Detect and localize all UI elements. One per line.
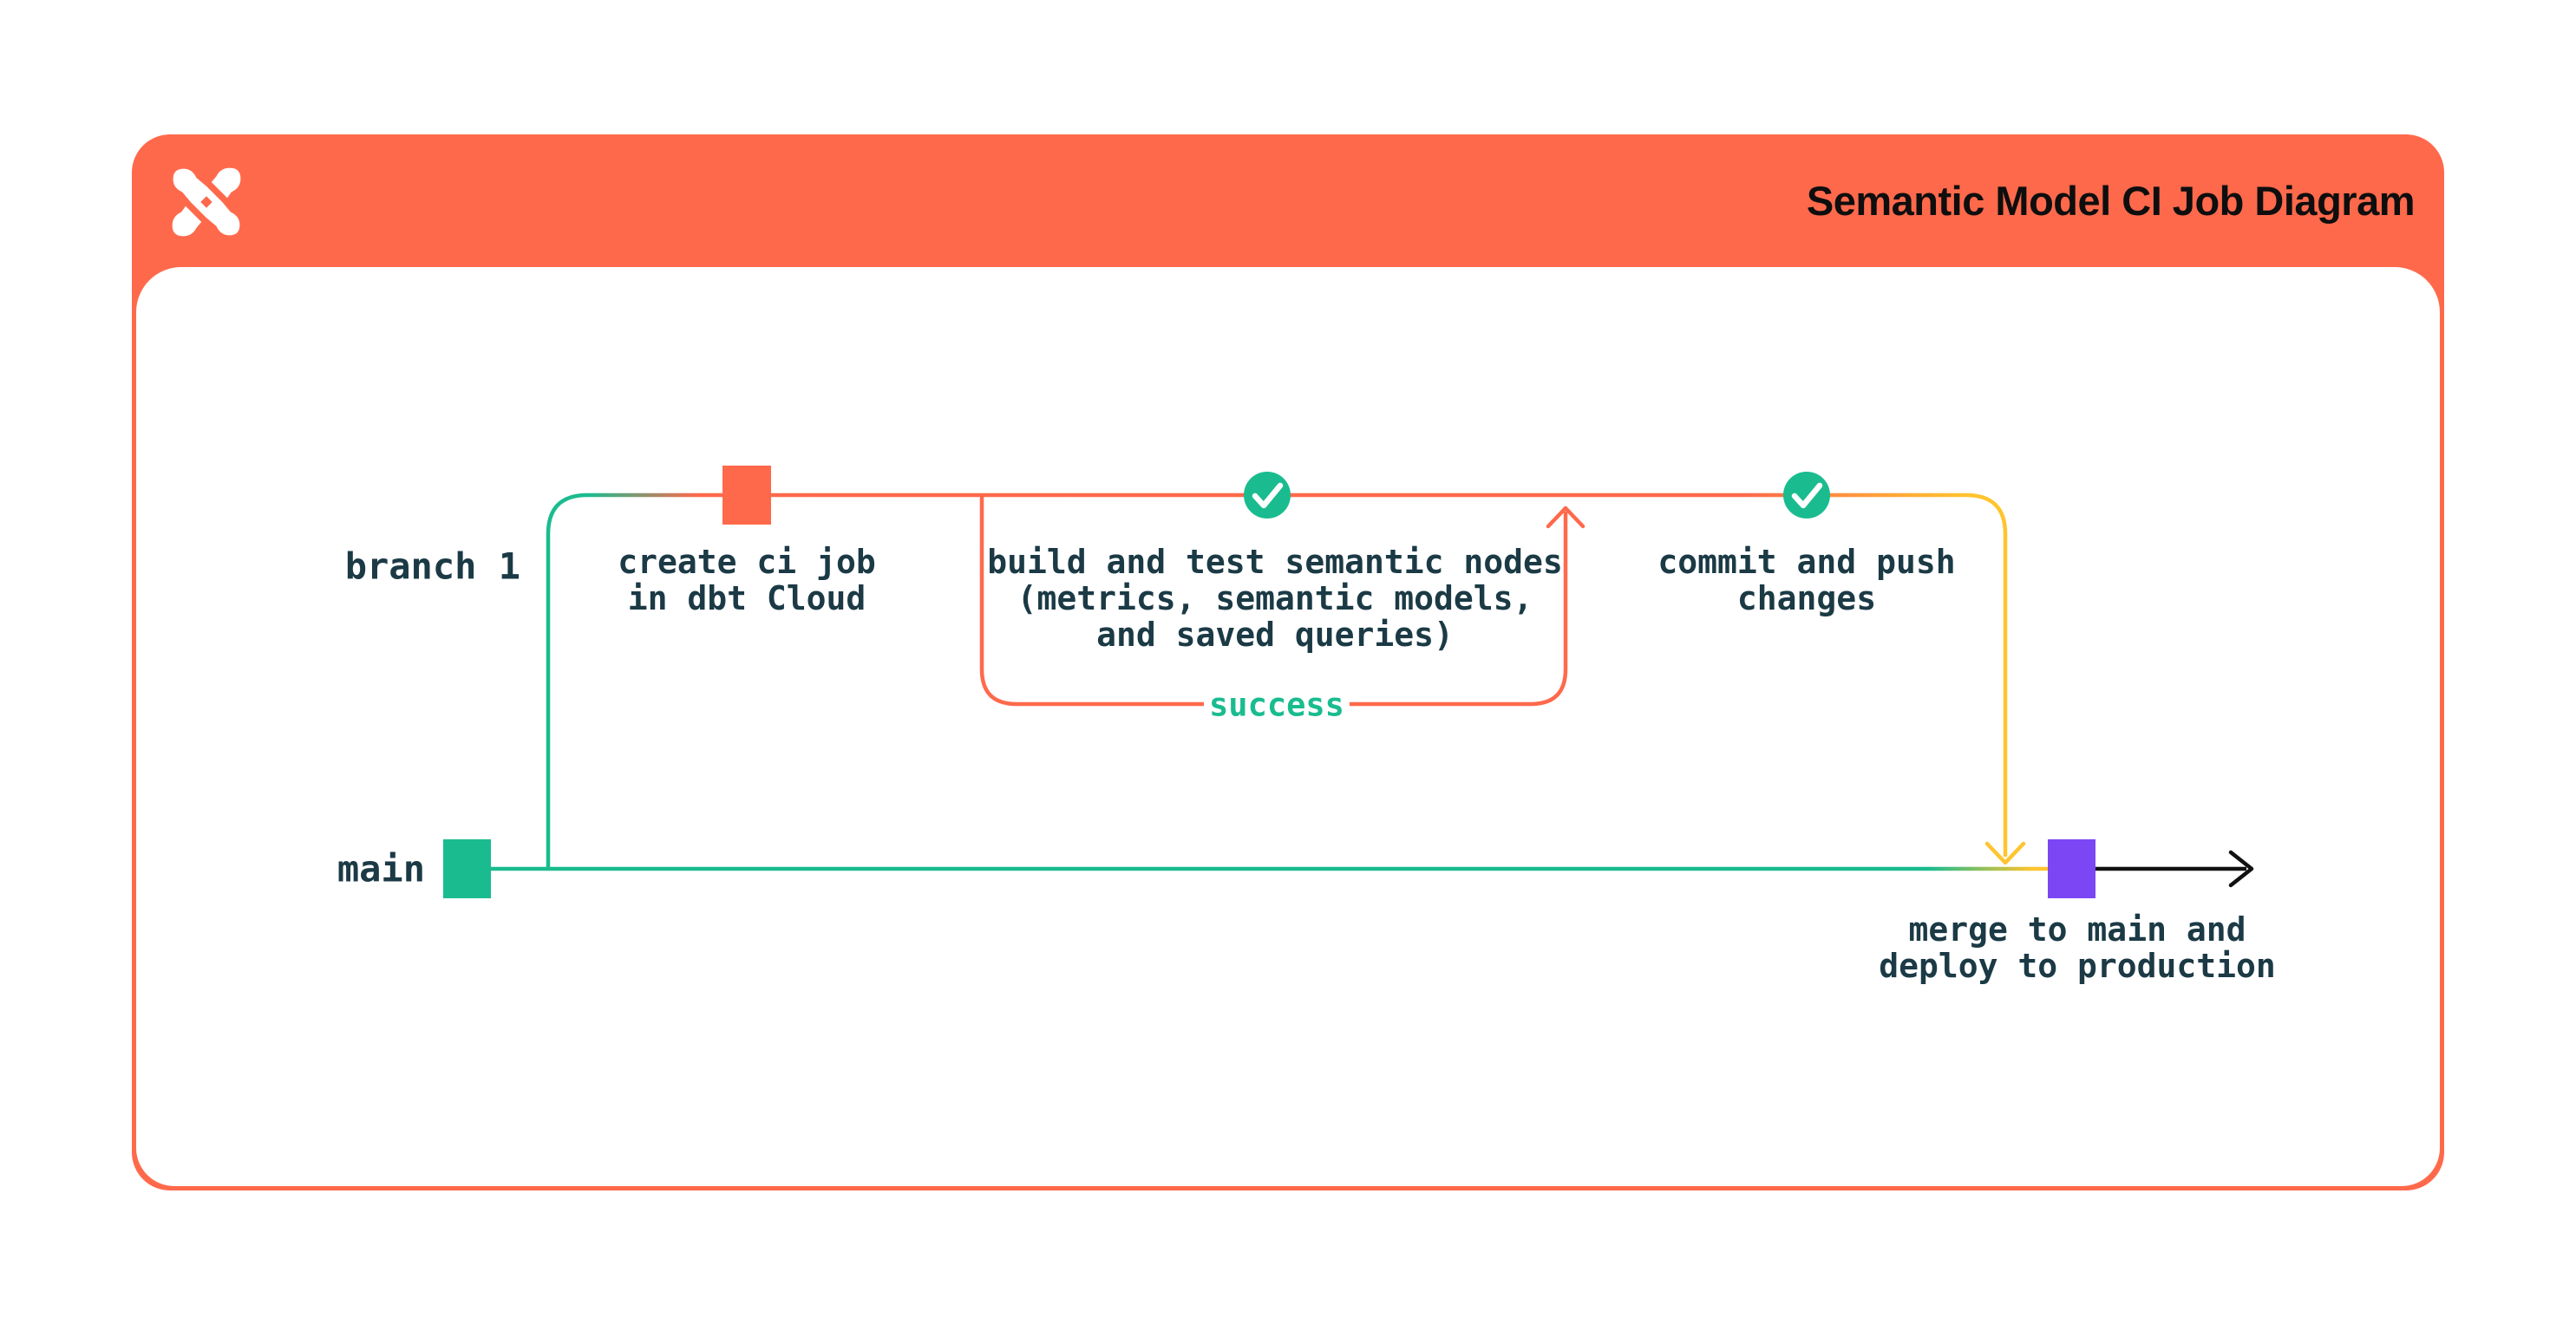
svg-text:and saved queries): and saved queries) [1096,616,1454,654]
svg-text:deploy to production: deploy to production [1879,947,2276,985]
check-icon [1783,472,1830,519]
main-lane-label: main [337,848,425,890]
check-icon [1244,472,1291,519]
merge-deploy-label: merge to main and deploy to production [1879,910,2276,985]
svg-text:create ci job: create ci job [618,543,875,581]
branch-drop-line [1965,492,2008,857]
merge-commit-node [2048,839,2095,898]
arrow-up-icon [1546,505,1585,529]
dbt-logo [165,160,248,244]
dbt-logo-icon [172,167,241,237]
card-body [136,267,2440,1186]
branch-lane-label: branch 1 [345,545,520,588]
create-ci-job-label: create ci job in dbt Cloud [618,543,875,617]
svg-text:build and test semantic nodes: build and test semantic nodes [987,543,1562,581]
success-loop-right [1350,512,1568,707]
build-test-label: build and test semantic nodes (metrics, … [987,543,1562,654]
success-loop-left [979,497,1204,707]
arrow-down-icon [1984,841,2026,865]
svg-text:changes: changes [1737,579,1876,617]
svg-text:commit and push: commit and push [1657,543,1955,581]
success-label: success [1209,687,1344,724]
card-frame: Semantic Model CI Job Diagram [132,134,2444,1190]
commit-push-label: commit and push changes [1657,543,1955,617]
arrow-right-icon [2228,850,2254,888]
page-title: Semantic Model CI Job Diagram [1806,178,2416,224]
create-ci-commit-node [722,466,771,525]
svg-text:(metrics, semantic models,: (metrics, semantic models, [1017,579,1533,617]
svg-text:merge to main and: merge to main and [1909,910,2246,949]
branch-rise-line [546,492,588,869]
main-commit-node [443,839,491,898]
svg-text:in dbt Cloud: in dbt Cloud [628,579,866,617]
